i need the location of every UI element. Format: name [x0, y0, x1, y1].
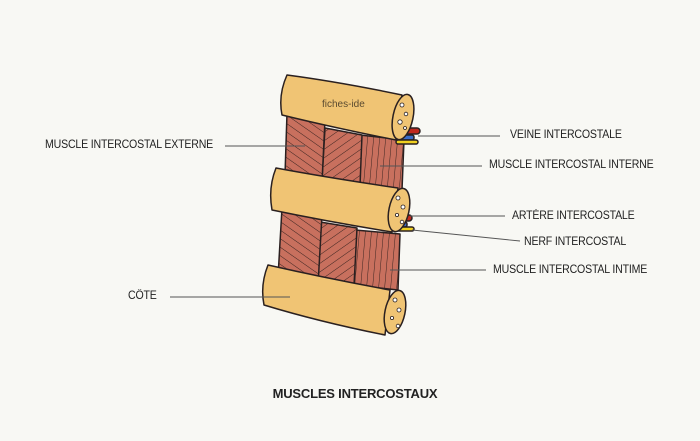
rib-top [280, 74, 403, 141]
nerve-1 [395, 139, 419, 145]
label-muscle-intime: MUSCLE INTERCOSTAL INTIME [493, 264, 648, 276]
muscle-intime-2 [351, 229, 401, 291]
label-muscle-externe: MUSCLE INTERCOSTAL EXTERNE [45, 139, 214, 151]
label-nerf: NERF INTERCOSTAL [524, 236, 627, 248]
diagram-title: MUSCLES INTERCOSTAUX [272, 386, 438, 401]
label-artere: ARTÈRE INTERCOSTALE [512, 210, 635, 222]
rib-middle [269, 167, 399, 233]
label-veine: VEINE INTERCOSTALE [510, 129, 622, 141]
rib-section-bottom [383, 289, 407, 335]
label-muscle-interne: MUSCLE INTERCOSTAL INTERNE [489, 159, 654, 171]
rib-section-top [391, 93, 415, 141]
label-cote: CÔTE [128, 290, 157, 302]
rib-bottom [261, 264, 391, 336]
watermark: fiches-ide [322, 99, 365, 110]
leader-lines [170, 135, 521, 298]
rib-section-middle [387, 187, 411, 233]
